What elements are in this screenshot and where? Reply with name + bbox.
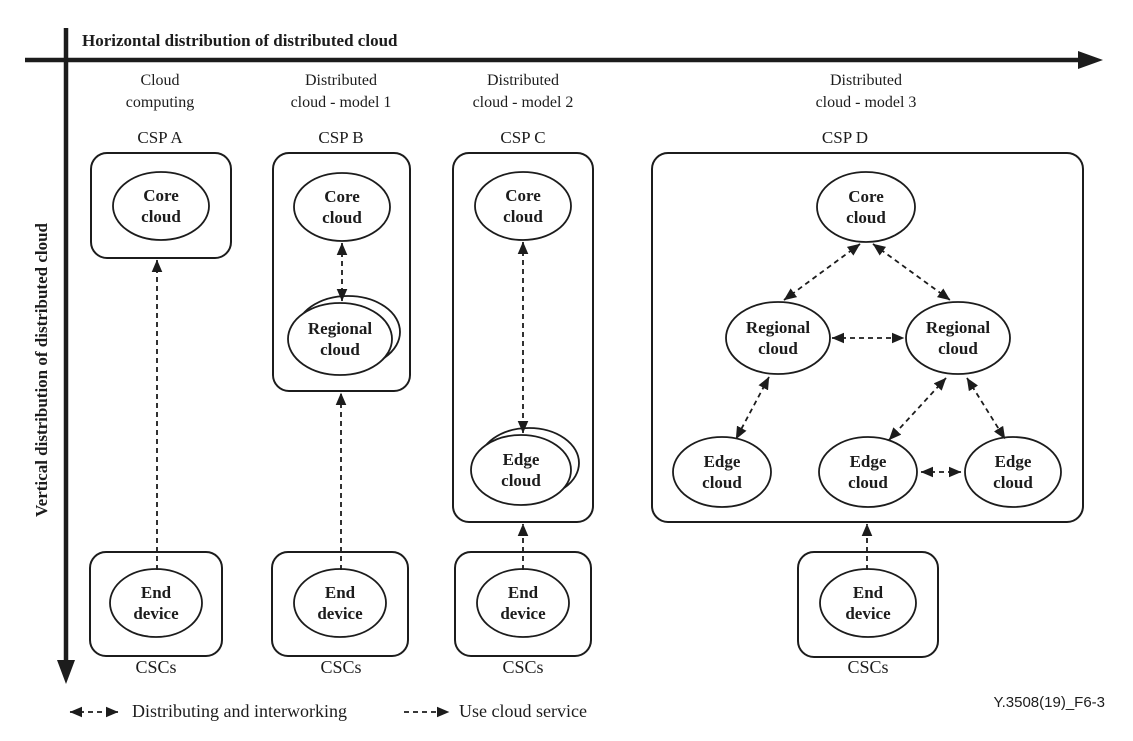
node-label-edge-cloud-csp-c: Edge cloud bbox=[501, 450, 541, 490]
column-header-model-1: Distributed cloud - model 1 bbox=[290, 72, 392, 111]
horizontal-axis-title: Horizontal distribution of distributed c… bbox=[82, 31, 398, 50]
edge-cloud-left-ellipse-csp-d bbox=[672, 436, 772, 508]
node-label-edge-cloud-right-csp-d: Edge cloud bbox=[993, 452, 1033, 492]
arrow-regional-edge-left-csp-d bbox=[735, 376, 770, 440]
regional-cloud-right-ellipse-csp-d bbox=[905, 301, 1011, 375]
column-header-model-3: Distributed cloud - model 3 bbox=[815, 72, 917, 111]
regional-cloud-ellipse-csp-b bbox=[287, 302, 393, 376]
end-device-ellipse-4 bbox=[819, 568, 917, 638]
node-label-end-device-2: End device bbox=[317, 583, 363, 623]
edge-cloud-ellipse-csp-c bbox=[470, 434, 572, 506]
node-label-end-device-1: End device bbox=[133, 583, 179, 623]
node-label-core-cloud-csp-a: Core cloud bbox=[141, 186, 181, 226]
node-label-edge-cloud-middle-csp-d: Edge cloud bbox=[848, 452, 888, 492]
csp-d-label: CSP D bbox=[821, 128, 869, 147]
node-label-core-cloud-csp-c: Core cloud bbox=[503, 186, 543, 226]
column-header-model-2: Distributed cloud - model 2 bbox=[472, 72, 574, 111]
cscs-label-1: CSCs bbox=[135, 657, 177, 677]
node-label-end-device-3: End device bbox=[500, 583, 546, 623]
arrow-core-regional-right-csp-d bbox=[872, 243, 951, 301]
cscs-label-3: CSCs bbox=[502, 657, 544, 677]
node-label-core-cloud-csp-b: Core cloud bbox=[322, 187, 362, 227]
regional-cloud-left-ellipse-csp-d bbox=[725, 301, 831, 375]
csp-c-label: CSP C bbox=[500, 128, 546, 147]
edge-cloud-right-ellipse-csp-d bbox=[964, 436, 1062, 508]
column-header-cloud-computing: Cloud computing bbox=[125, 72, 195, 111]
node-label-regional-cloud-left-csp-d: Regional cloud bbox=[745, 318, 811, 358]
cscs-label-4: CSCs bbox=[847, 657, 889, 677]
edge-cloud-middle-ellipse-csp-d bbox=[818, 436, 918, 508]
end-device-ellipse-2 bbox=[293, 568, 387, 638]
core-cloud-ellipse-csp-d bbox=[816, 171, 916, 243]
vertical-axis-title: Vertical distribution of distributed clo… bbox=[32, 222, 51, 518]
node-label-end-device-4: End device bbox=[845, 583, 891, 623]
node-label-regional-cloud-csp-b: Regional cloud bbox=[307, 319, 373, 359]
horizontal-axis-arrowhead bbox=[1078, 51, 1103, 69]
vertical-axis-arrowhead bbox=[57, 660, 75, 684]
node-label-edge-cloud-left-csp-d: Edge cloud bbox=[702, 452, 742, 492]
csp-a-label: CSP A bbox=[137, 128, 183, 147]
core-cloud-ellipse-csp-a bbox=[112, 171, 210, 241]
node-label-regional-cloud-right-csp-d: Regional cloud bbox=[925, 318, 991, 358]
legend-distributing-label: Distributing and interworking bbox=[132, 701, 347, 721]
arrow-core-regional-left-csp-d bbox=[783, 243, 861, 301]
end-device-ellipse-1 bbox=[109, 568, 203, 638]
node-label-core-cloud-csp-d: Core cloud bbox=[846, 187, 886, 227]
cscs-label-2: CSCs bbox=[320, 657, 362, 677]
arrow-regional-edge-right-csp-d bbox=[966, 377, 1006, 440]
core-cloud-ellipse-csp-b bbox=[293, 172, 391, 242]
legend-use-cloud-label: Use cloud service bbox=[459, 701, 587, 721]
csp-b-label: CSP B bbox=[318, 128, 364, 147]
core-cloud-ellipse-csp-c bbox=[474, 171, 572, 241]
figure-id: Y.3508(19)_F6-3 bbox=[993, 694, 1105, 711]
